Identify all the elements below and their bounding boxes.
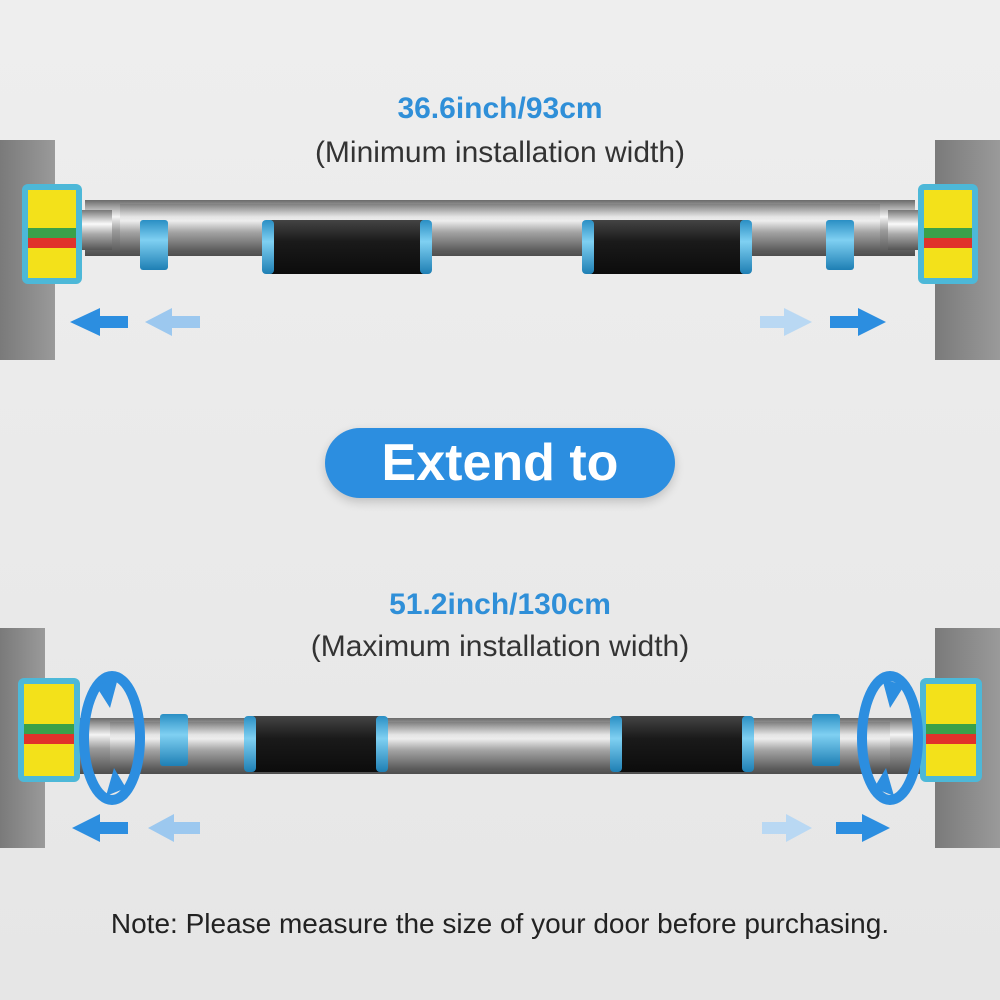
end-cap-right <box>920 678 982 782</box>
arrow-left-icon <box>70 308 200 336</box>
rotate-arrow-icon <box>857 671 923 805</box>
arrow-left-icon <box>72 814 200 842</box>
end-cap-left <box>18 678 80 782</box>
arrow-right-icon <box>760 308 886 336</box>
foam-grip-right <box>610 716 754 772</box>
foam-grip-left <box>262 220 432 274</box>
rotate-arrow-icon <box>79 671 145 805</box>
blue-collar-right <box>826 220 854 270</box>
blue-collar-right <box>812 714 840 766</box>
foam-grip-left <box>244 716 388 772</box>
arrow-right-icon <box>762 814 890 842</box>
blue-collar-left <box>160 714 188 766</box>
foam-grip-right <box>582 220 752 274</box>
min-width-caption: (Minimum installation width) <box>314 136 686 169</box>
end-cap-left <box>22 184 112 284</box>
pullup-bar-min-illustration <box>0 140 1000 360</box>
max-width-caption: (Maximum installation width) <box>310 630 690 663</box>
purchase-note: Note: Please measure the size of your do… <box>110 908 890 939</box>
blue-collar-left <box>140 220 168 270</box>
min-width-measurement: 36.6inch/93cm <box>397 92 603 125</box>
max-width-measurement: 51.2inch/130cm <box>389 588 611 621</box>
pullup-bar-max-illustration <box>0 628 1000 848</box>
end-cap-right <box>888 184 978 284</box>
extend-to-badge: Extend to <box>325 428 675 498</box>
